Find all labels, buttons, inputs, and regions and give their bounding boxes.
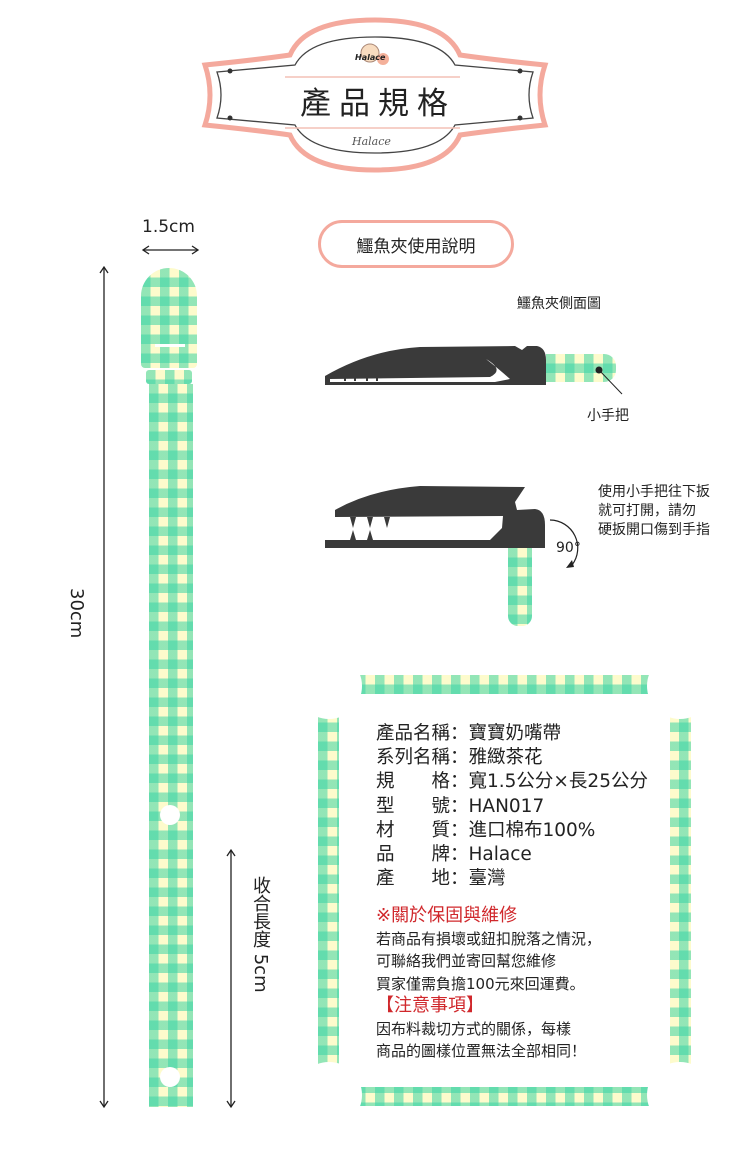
notice-line: 商品的圖樣位置無法全部相同！ <box>376 1042 587 1060</box>
length-label: 30cm <box>66 588 87 639</box>
strap-neck <box>146 370 192 384</box>
spec-series: 系列名稱：雅緻茶花 <box>376 747 543 769</box>
baby-logo-icon <box>360 43 380 63</box>
spec-model: 型 號：HAN017 <box>376 795 545 817</box>
strap-clip-end <box>141 268 197 368</box>
clip-handle-open <box>508 548 532 626</box>
clip-open-icon <box>325 486 545 548</box>
spec-size: 規 格：寬1.5公分×長25公分 <box>376 771 648 793</box>
warranty-line: 買家僅需負擔100元來回運費。 <box>376 974 585 993</box>
spec-material: 材 質：進口棉布100% <box>376 819 596 841</box>
header-plaque <box>201 17 549 173</box>
notice-line: 因布料裁切方式的關係，每樣 <box>376 1019 572 1038</box>
signature-brand: Halace <box>352 135 391 148</box>
width-label: 1.5cm <box>142 217 195 237</box>
logo-brand: Halace <box>355 53 386 62</box>
page-title: 產品規格 <box>300 86 456 122</box>
clip-closed-icon <box>325 346 546 385</box>
clip-instruction: 使用小手把往下扳 就可打開，請勿 硬扳開口傷到手指 <box>598 483 710 540</box>
strap-hole <box>160 1067 180 1087</box>
folded-length-label: 收合長度 5cm <box>250 876 271 993</box>
notice-heading: 【注意事項】 <box>376 995 484 1016</box>
strap-hole <box>160 805 180 825</box>
instruction-line: 使用小手把往下扳 <box>598 484 710 500</box>
clip-guide-title: 鱷魚夾使用說明 <box>318 220 514 268</box>
clip-handle <box>546 354 616 382</box>
spec-brand: 品 牌：Halace <box>376 844 532 866</box>
warranty-line: 可聯絡我們並寄回幫您維修 <box>376 952 557 970</box>
angle-label: 90° <box>556 540 581 556</box>
dimension-lines <box>99 245 236 1109</box>
warranty-line: 若商品有損壞或鈕扣脫落之情況， <box>376 929 602 948</box>
side-view-label: 鱷魚夾側面圖 <box>517 296 601 312</box>
spec-list: 產品名稱：寶寶奶嘴帶 系列名稱：雅緻茶花 規 格：寬1.5公分×長25公分 型 … <box>376 722 648 891</box>
warranty-section: ※關於保固與維修 若商品有損壞或鈕扣脫落之情況， 可聯絡我們並寄回幫您維修 買家… <box>376 905 601 1063</box>
spec-origin: 產 地：臺灣 <box>376 868 506 890</box>
instruction-line: 就可打開，請勿 <box>598 503 696 519</box>
instruction-line: 硬扳開口傷到手指 <box>598 522 710 538</box>
strap-body <box>149 384 193 1107</box>
spec-panel <box>339 694 670 1087</box>
clip-diagram <box>325 346 623 626</box>
handle-label: 小手把 <box>587 408 629 424</box>
spec-name: 產品名稱：寶寶奶嘴帶 <box>376 723 562 744</box>
warranty-heading: ※關於保固與維修 <box>376 905 518 926</box>
strap-seam <box>155 344 185 347</box>
rotate-arrow-icon <box>549 519 579 566</box>
